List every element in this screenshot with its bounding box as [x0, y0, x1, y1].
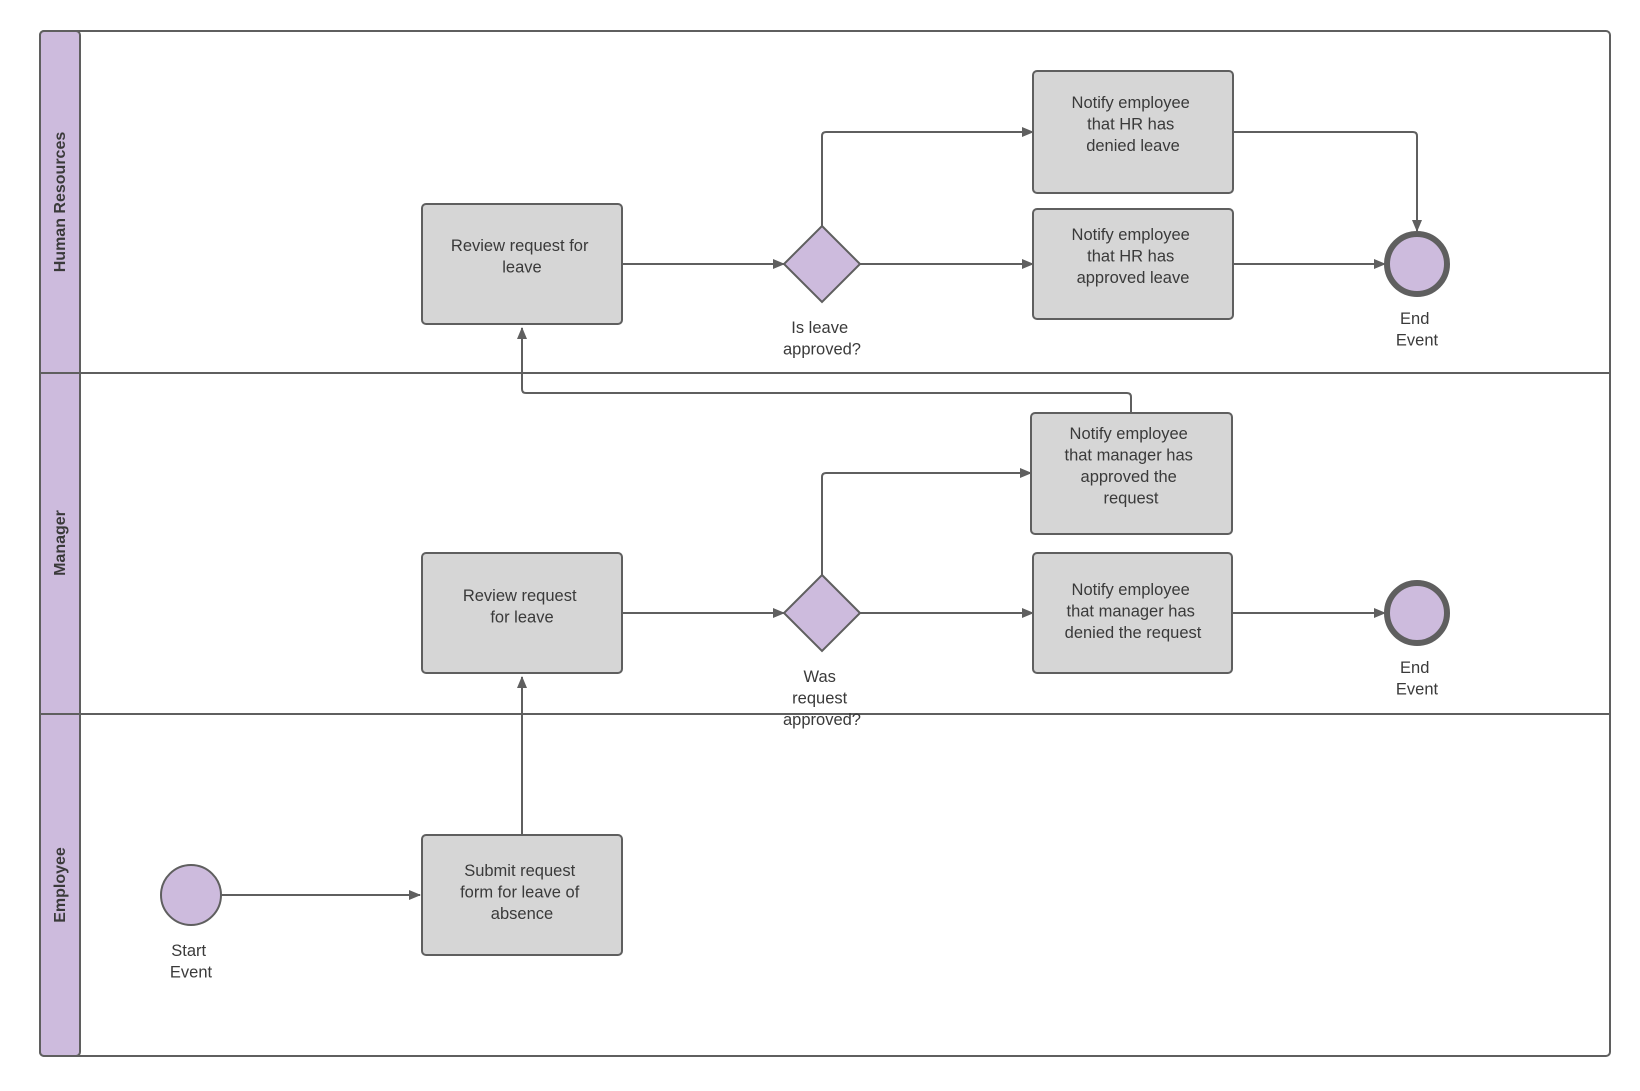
label-line: approved the: [1081, 468, 1177, 486]
task-manager-notify-denied[interactable]: [1032, 552, 1233, 674]
label-line: denied the request: [1065, 624, 1202, 642]
label-line: denied leave: [1086, 137, 1180, 155]
label-line: Event: [170, 964, 213, 982]
label-line: Is leave: [791, 319, 848, 337]
lane-header-strip: [39, 30, 81, 1057]
task-manager-notify-approved-label: Notify employee that manager has approve…: [1064, 425, 1197, 508]
end-event-manager-label: End Event: [1396, 659, 1439, 699]
label-line: that HR has: [1087, 248, 1174, 266]
task-manager-review-request[interactable]: [421, 552, 623, 674]
end-event-hr[interactable]: [1384, 231, 1450, 297]
label-line: Was: [804, 668, 836, 686]
label-line: End: [1400, 310, 1429, 328]
label-line: that manager has: [1066, 603, 1194, 621]
start-event-label: Start Event: [170, 942, 213, 982]
pool-frame: [39, 30, 1611, 1057]
label-line: absence: [491, 905, 553, 923]
label-line: Submit request: [464, 862, 575, 880]
task-hr-notify-approved-label: Notify employee that HR has approved lea…: [1072, 226, 1195, 287]
lane-label-employee: Employee: [52, 847, 69, 923]
end-event-hr-label: End Event: [1396, 310, 1439, 350]
end-event-manager[interactable]: [1384, 580, 1450, 646]
label-line: approved?: [783, 711, 861, 729]
task-manager-notify-approved[interactable]: [1030, 412, 1233, 535]
label-line: approved?: [783, 341, 861, 359]
label-line: for leave: [490, 609, 553, 627]
label-line: Review request for: [451, 237, 589, 255]
gateway-was-request-approved[interactable]: [782, 573, 862, 653]
task-hr-notify-denied-label: Notify employee that HR has denied leave: [1072, 94, 1195, 155]
lane-label-manager: Manager: [52, 510, 69, 576]
label-line: Review request: [463, 587, 577, 605]
flow-hr-denied-to-end: [1233, 131, 1422, 232]
label-line: Event: [1396, 332, 1439, 350]
label-line: that HR has: [1087, 116, 1174, 134]
start-event[interactable]: [160, 864, 222, 926]
label-line: form for leave of: [460, 884, 580, 902]
task-hr-review-request-label: Review request for leave: [451, 237, 593, 277]
task-employee-submit-request[interactable]: [421, 834, 623, 956]
label-line: approved leave: [1077, 269, 1190, 287]
gateway-is-leave-approved[interactable]: [782, 224, 862, 304]
task-hr-notify-denied[interactable]: [1032, 70, 1234, 194]
label-line: that manager has: [1064, 447, 1192, 465]
task-hr-review-request[interactable]: [421, 203, 623, 325]
label-line: Event: [1396, 681, 1439, 699]
lane-label-human-resources: Human Resources: [52, 132, 69, 273]
gateway-was-request-approved-label: Was request approved?: [783, 668, 861, 729]
label-line: Notify employee: [1072, 94, 1190, 112]
task-manager-review-request-label: Review request for leave: [463, 587, 581, 627]
label-line: leave: [502, 259, 541, 277]
flow-manager-notify-to-hr-review: [517, 327, 1132, 413]
flow-hr-gateway-to-denied: [821, 127, 1034, 226]
label-line: Notify employee: [1072, 581, 1190, 599]
task-manager-notify-denied-label: Notify employee that manager has denied …: [1065, 581, 1202, 642]
task-employee-submit-request-label: Submit request form for leave of absence: [460, 862, 584, 923]
task-hr-notify-approved[interactable]: [1032, 208, 1234, 320]
label-line: Notify employee: [1072, 226, 1190, 244]
label-line: Notify employee: [1070, 425, 1188, 443]
label-line: End: [1400, 659, 1429, 677]
label-line: request: [792, 690, 847, 708]
gateway-is-leave-approved-label: Is leave approved?: [783, 319, 861, 359]
flow-manager-gateway-to-approved: [821, 468, 1032, 575]
label-line: Start: [171, 942, 206, 960]
label-line: request: [1103, 490, 1158, 508]
